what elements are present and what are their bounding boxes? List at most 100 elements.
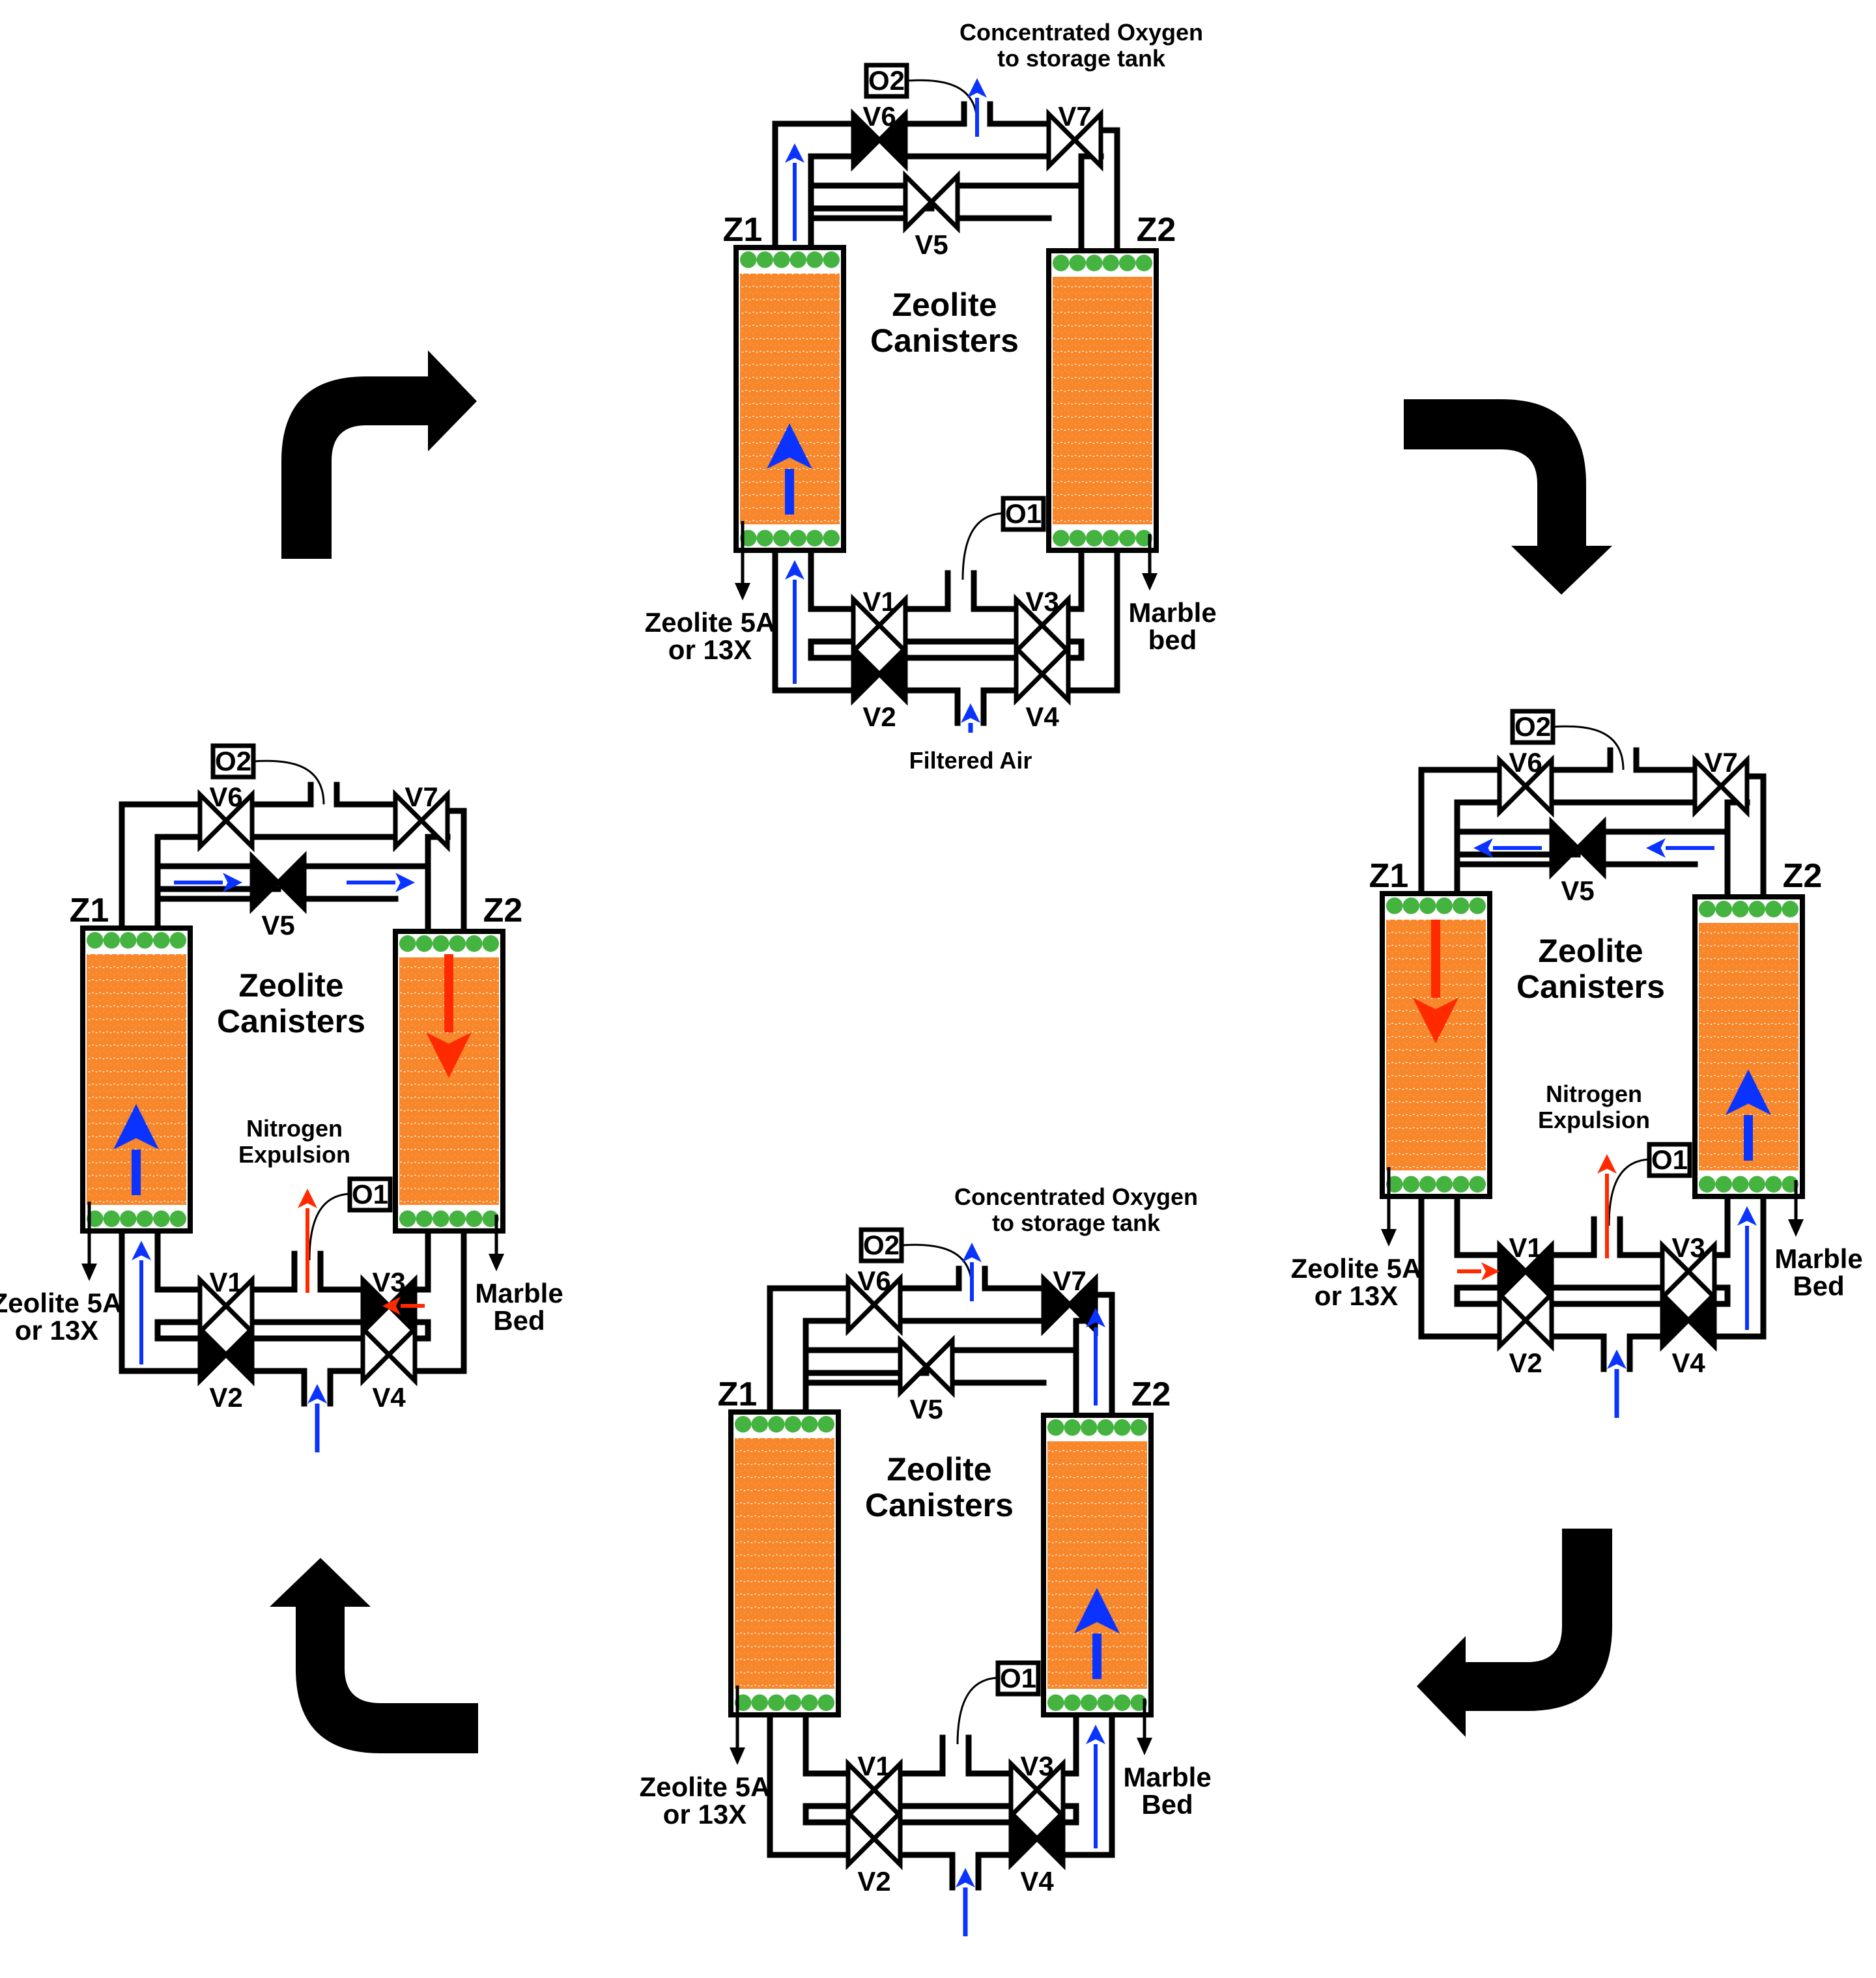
valve-v4[interactable]: V4 xyxy=(1660,1288,1717,1378)
valve-v3[interactable]: V3 xyxy=(360,1267,418,1338)
marble-pellet xyxy=(120,932,137,949)
marble-pellet xyxy=(1732,1176,1749,1193)
air-inlet-flow-arrow xyxy=(307,1384,327,1452)
valve-v7[interactable]: V7 xyxy=(1046,101,1103,172)
valve-v3[interactable]: V3 xyxy=(1014,586,1071,657)
canister-z2 xyxy=(1046,248,1159,553)
marble-pellet xyxy=(1064,1419,1081,1436)
marble-pellet xyxy=(433,1210,449,1227)
marble-pellet xyxy=(801,1416,818,1433)
marble-pellet xyxy=(136,1210,153,1227)
o2-sensor-label: O2 xyxy=(215,746,251,776)
valve-v5[interactable]: V5 xyxy=(898,1335,955,1424)
valve-v6[interactable]: V6 xyxy=(846,1265,903,1336)
valve-v1[interactable]: V1 xyxy=(851,586,908,657)
marble-pellet xyxy=(1086,255,1103,272)
marble-pellet xyxy=(1748,901,1765,918)
marble-pellet xyxy=(1047,1419,1064,1436)
marble-pellet xyxy=(1053,530,1070,546)
marble-pellet xyxy=(1053,255,1070,272)
marble-pellet xyxy=(399,1210,416,1227)
valve-label: V1 xyxy=(862,586,896,617)
marble-pellet xyxy=(1436,897,1453,914)
o1-sensor: O1 xyxy=(308,1176,393,1261)
canister-z2-label: Z2 xyxy=(1783,857,1823,895)
valve-v6[interactable]: V6 xyxy=(851,101,908,172)
v5-purge-flow-arrow xyxy=(347,873,415,892)
valve-v5[interactable]: V5 xyxy=(903,170,960,260)
valve-v2[interactable]: V2 xyxy=(1497,1288,1554,1378)
valve-label: V2 xyxy=(1509,1348,1542,1378)
marble-pellet xyxy=(1102,530,1119,546)
valve-label: V3 xyxy=(372,1267,405,1297)
valve-v6[interactable]: V6 xyxy=(1497,747,1554,818)
marble-pellet xyxy=(1069,530,1086,546)
valve-label: V1 xyxy=(209,1267,242,1297)
marble-label-line1: Marble xyxy=(1123,1762,1211,1792)
oxygen-output-label: to storage tank xyxy=(992,1209,1161,1236)
marble-pellet xyxy=(768,1694,785,1711)
z1-inlet-flow-arrow xyxy=(132,1241,151,1364)
valve-v3[interactable]: V3 xyxy=(1660,1232,1717,1303)
marble-pellet xyxy=(801,1694,818,1711)
air-inlet-flow-arrow xyxy=(1607,1349,1627,1418)
valve-label: V3 xyxy=(1020,1751,1053,1781)
canister-title: Canisters xyxy=(217,1003,365,1039)
canister-z2 xyxy=(1041,1413,1154,1717)
marble-pellet xyxy=(1765,1176,1782,1193)
valve-label: V4 xyxy=(1671,1348,1705,1378)
marble-pellet xyxy=(1114,1419,1131,1436)
valve-v4[interactable]: V4 xyxy=(1014,642,1071,732)
z2-adsorption-flow-arrow xyxy=(1726,1069,1771,1161)
valve-label: V6 xyxy=(1509,747,1542,778)
marble-pellet xyxy=(823,530,840,546)
o2-sensor: O2 xyxy=(210,743,325,805)
canister-title: Zeolite xyxy=(1538,933,1643,969)
canister-z1-label: Z1 xyxy=(718,1376,758,1413)
valve-v5[interactable]: V5 xyxy=(249,851,307,940)
cycle-arrow-bottom-left-icon xyxy=(270,1558,478,1753)
canister-title: Zeolite xyxy=(887,1451,991,1488)
o1-sensor: O1 xyxy=(961,496,1046,580)
valve-v1[interactable]: V1 xyxy=(1497,1232,1554,1303)
valve-v2[interactable]: V2 xyxy=(851,642,908,732)
valve-v1[interactable]: V1 xyxy=(846,1751,903,1822)
valve-v2[interactable]: V2 xyxy=(846,1807,903,1897)
marble-pellet xyxy=(789,251,806,268)
air-inlet-flow-arrow xyxy=(961,703,980,733)
canister-z1 xyxy=(728,1409,841,1717)
o1-sensor: O1 xyxy=(1608,1142,1692,1226)
nitrogen-label: Nitrogen xyxy=(1546,1081,1642,1107)
valve-v6[interactable]: V6 xyxy=(197,782,255,853)
marble-label-line2: Bed xyxy=(1141,1789,1193,1820)
valve-v7[interactable]: V7 xyxy=(1692,747,1750,818)
valve-v3[interactable]: V3 xyxy=(1008,1751,1066,1822)
canister-z1-label: Z1 xyxy=(723,211,763,249)
marble-pellet xyxy=(806,530,823,546)
valve-v7[interactable]: V7 xyxy=(393,782,450,853)
zeolite-label-line2: or 13X xyxy=(1315,1280,1398,1311)
z2-inlet-flow-arrow xyxy=(1737,1206,1757,1330)
valve-v4[interactable]: V4 xyxy=(360,1323,418,1413)
zeolite-label-line1: Zeolite 5A xyxy=(0,1288,122,1318)
valve-v4[interactable]: V4 xyxy=(1008,1807,1066,1897)
z1-outlet-flow-arrow xyxy=(785,143,804,241)
oxygen-output-flow-arrow xyxy=(967,78,987,137)
valve-v1[interactable]: V1 xyxy=(197,1267,255,1338)
o2-sensor-label: O2 xyxy=(868,65,905,96)
valve-v2[interactable]: V2 xyxy=(197,1323,255,1413)
o1-sensor-label: O1 xyxy=(1000,1663,1036,1693)
valve-v5[interactable]: V5 xyxy=(1549,816,1606,906)
valve-v7[interactable]: V7 xyxy=(1041,1265,1098,1336)
canister-z2-label: Z2 xyxy=(1131,1376,1171,1413)
v5-purge-flow-arrow xyxy=(1646,838,1714,858)
marble-pellet xyxy=(1419,1176,1436,1193)
valve-label: V3 xyxy=(1025,586,1059,617)
marble-pellet xyxy=(1064,1694,1081,1711)
valve-label: V6 xyxy=(862,101,896,132)
